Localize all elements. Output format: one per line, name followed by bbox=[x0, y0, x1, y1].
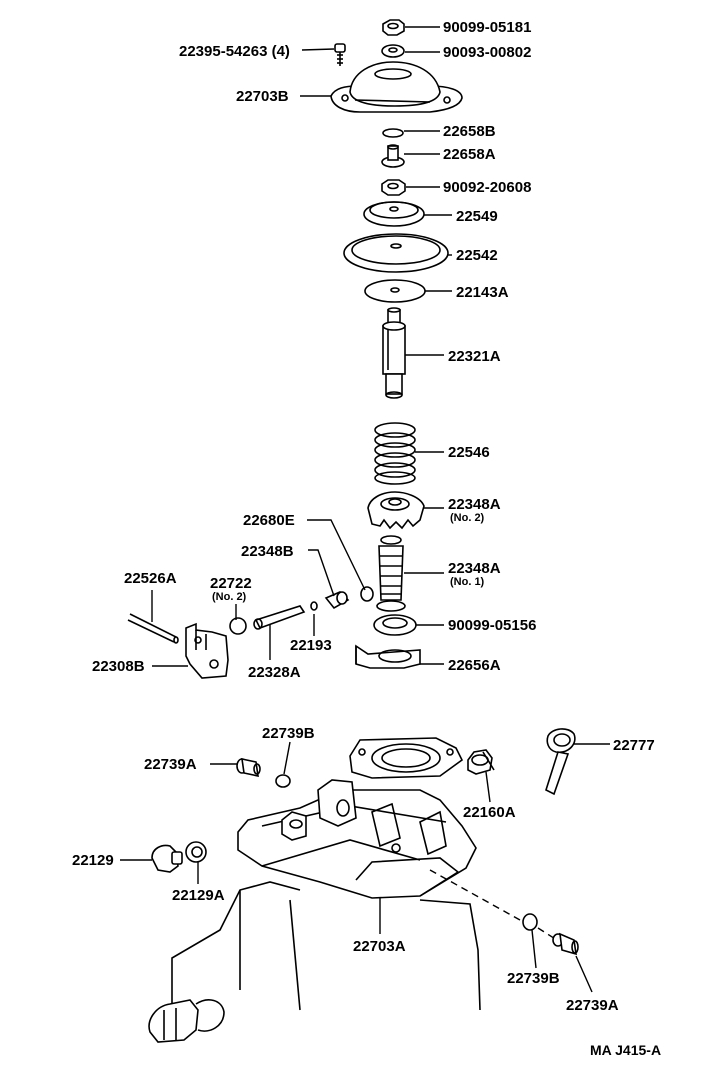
label-22542: 22542 bbox=[456, 247, 498, 264]
label-22739A-left: 22739A bbox=[144, 756, 197, 773]
bracket-part bbox=[355, 644, 421, 669]
label-22160A: 22160A bbox=[463, 804, 516, 821]
small-ring-part bbox=[360, 586, 374, 602]
leader-lines bbox=[120, 26, 610, 993]
washer-part bbox=[381, 44, 405, 58]
label-22722-sub: (No. 2) bbox=[212, 591, 247, 603]
label-22321A: 22321A bbox=[448, 348, 501, 365]
label-22348A-no1: 22348A bbox=[448, 560, 501, 577]
plug-part bbox=[552, 932, 579, 956]
label-22658B: 22658B bbox=[443, 123, 496, 140]
gasket-part bbox=[185, 841, 207, 863]
bushing-part bbox=[324, 591, 350, 610]
label-22739B-top: 22739B bbox=[262, 725, 315, 742]
label-22129A: 22129A bbox=[172, 887, 225, 904]
spring-part bbox=[374, 422, 416, 485]
seal-part bbox=[310, 601, 318, 611]
label-22656A: 22656A bbox=[448, 657, 501, 674]
nut-part bbox=[382, 19, 405, 36]
label-22722: 22722 bbox=[210, 575, 252, 592]
label-22739B-bottom: 22739B bbox=[507, 970, 560, 987]
bellows-part bbox=[376, 535, 406, 612]
label-22546: 22546 bbox=[448, 444, 490, 461]
washer-plate-part bbox=[364, 279, 426, 303]
lever-part bbox=[185, 622, 229, 679]
label-22658A: 22658A bbox=[443, 146, 496, 163]
screw-part bbox=[334, 43, 346, 66]
shaft-part bbox=[381, 144, 405, 168]
label-22348A-no2: 22348A bbox=[448, 496, 501, 513]
plate-part bbox=[363, 201, 425, 227]
spacer-ring-part bbox=[229, 617, 247, 635]
diagram-code: MA J415-A bbox=[590, 1042, 661, 1058]
label-22395-54263: 22395-54263 (4) bbox=[179, 43, 290, 60]
label-22680E: 22680E bbox=[243, 512, 295, 529]
label-22348A-no2-sub: (No. 2) bbox=[450, 512, 485, 524]
adjusting-lever-part bbox=[545, 728, 576, 796]
label-90093-00802: 90093-00802 bbox=[443, 44, 531, 61]
label-22526A: 22526A bbox=[124, 570, 177, 587]
o-ring-part bbox=[382, 128, 404, 138]
label-90092-20608: 90092-20608 bbox=[443, 179, 531, 196]
label-22703B: 22703B bbox=[236, 88, 289, 105]
plug-part bbox=[151, 844, 183, 873]
label-22777: 22777 bbox=[613, 737, 655, 754]
pin-part bbox=[127, 613, 179, 644]
pump-housing-outline bbox=[148, 881, 481, 1043]
label-22348B: 22348B bbox=[241, 543, 294, 560]
nut-part bbox=[381, 179, 406, 196]
label-22308B: 22308B bbox=[92, 658, 145, 675]
label-22143A: 22143A bbox=[456, 284, 509, 301]
nut-part bbox=[373, 614, 417, 636]
label-22739A-bottom: 22739A bbox=[566, 997, 619, 1014]
lever-shaft-part bbox=[253, 605, 306, 630]
washer-part bbox=[275, 774, 291, 788]
label-22193: 22193 bbox=[290, 637, 332, 654]
plug-part bbox=[236, 757, 261, 778]
label-22703A: 22703A bbox=[353, 938, 406, 955]
diaphragm-part bbox=[343, 233, 449, 273]
label-90099-05156: 90099-05156 bbox=[448, 617, 536, 634]
label-22129: 22129 bbox=[72, 852, 114, 869]
diaphragm-cover-part bbox=[330, 61, 463, 113]
label-22328A: 22328A bbox=[248, 664, 301, 681]
label-22549: 22549 bbox=[456, 208, 498, 225]
plug-part bbox=[467, 749, 495, 775]
gear-part bbox=[367, 491, 425, 530]
control-rod-part bbox=[382, 307, 406, 399]
label-90099-05181: 90099-05181 bbox=[443, 19, 531, 36]
governor-housing-part bbox=[237, 737, 561, 943]
washer-part bbox=[522, 913, 538, 931]
label-22348A-no1-sub: (No. 1) bbox=[450, 576, 485, 588]
